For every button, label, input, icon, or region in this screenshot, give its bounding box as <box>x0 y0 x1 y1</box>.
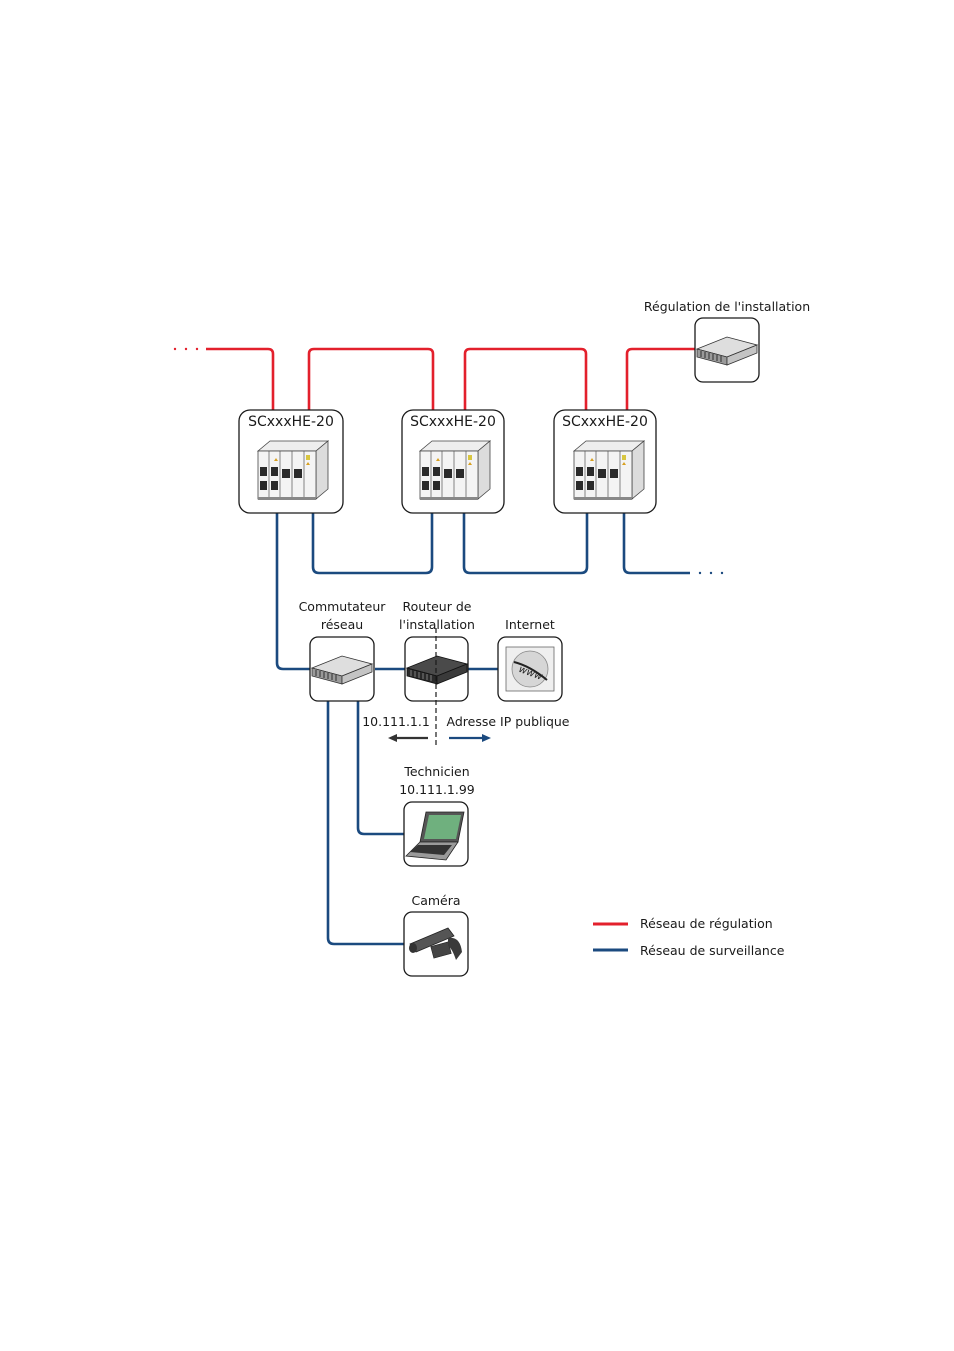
control-network-lines <box>173 347 695 410</box>
legend-label-monitoring: Réseau de surveillance <box>640 943 785 958</box>
legend-item-monitoring: Réseau de surveillance <box>593 943 785 958</box>
technician-laptop[interactable]: Technicien 10.111.1.99 <box>399 764 475 867</box>
plant-control-label: Régulation de l'installation <box>644 299 810 314</box>
inverter-3[interactable]: SCxxxHE-20 <box>553 409 657 514</box>
monitoring-network-lines <box>275 513 724 946</box>
plant-control-device[interactable]: Régulation de l'installation <box>644 299 810 383</box>
legend-item-control: Réseau de régulation <box>593 916 773 931</box>
router-icon <box>405 655 469 685</box>
plant-router[interactable]: Routeur de l'installation <box>399 599 475 745</box>
inverter-3-label: SCxxxHE-20 <box>562 414 648 430</box>
network-switch[interactable]: Commutateur réseau <box>299 599 387 702</box>
private-direction-arrow <box>388 734 428 742</box>
technician-label: Technicien <box>403 764 469 779</box>
inverter-cabinet-icon <box>257 440 329 501</box>
camera-node[interactable]: Caméra <box>403 893 469 977</box>
router-label-1: Routeur de <box>403 599 472 614</box>
inverter-2-label: SCxxxHE-20 <box>410 414 496 430</box>
internet-node[interactable]: Internet www <box>497 617 563 702</box>
internet-label: Internet <box>505 617 555 632</box>
public-direction-arrow <box>449 734 491 742</box>
inverter-1-label: SCxxxHE-20 <box>248 414 334 430</box>
technician-ip-label: 10.111.1.99 <box>399 782 475 797</box>
private-ip-label: 10.111.1.1 <box>362 714 430 729</box>
inverter-2[interactable]: SCxxxHE-20 <box>401 409 505 514</box>
public-ip-label: Adresse IP publique <box>447 714 570 729</box>
inverter-cabinet-icon <box>573 440 645 501</box>
laptop-icon <box>405 811 465 861</box>
legend-label-control: Réseau de régulation <box>640 916 773 931</box>
legend: Réseau de régulation Réseau de surveilla… <box>593 916 785 958</box>
router-label-2: l'installation <box>399 617 475 632</box>
network-switch-label-2: réseau <box>321 617 363 632</box>
globe-www-icon: www <box>505 646 555 692</box>
camera-label: Caméra <box>411 893 460 908</box>
inverter-1[interactable]: SCxxxHE-20 <box>238 409 344 514</box>
network-switch-label-1: Commutateur <box>299 599 387 614</box>
inverter-cabinet-icon <box>419 440 491 501</box>
camera-icon <box>409 927 462 960</box>
